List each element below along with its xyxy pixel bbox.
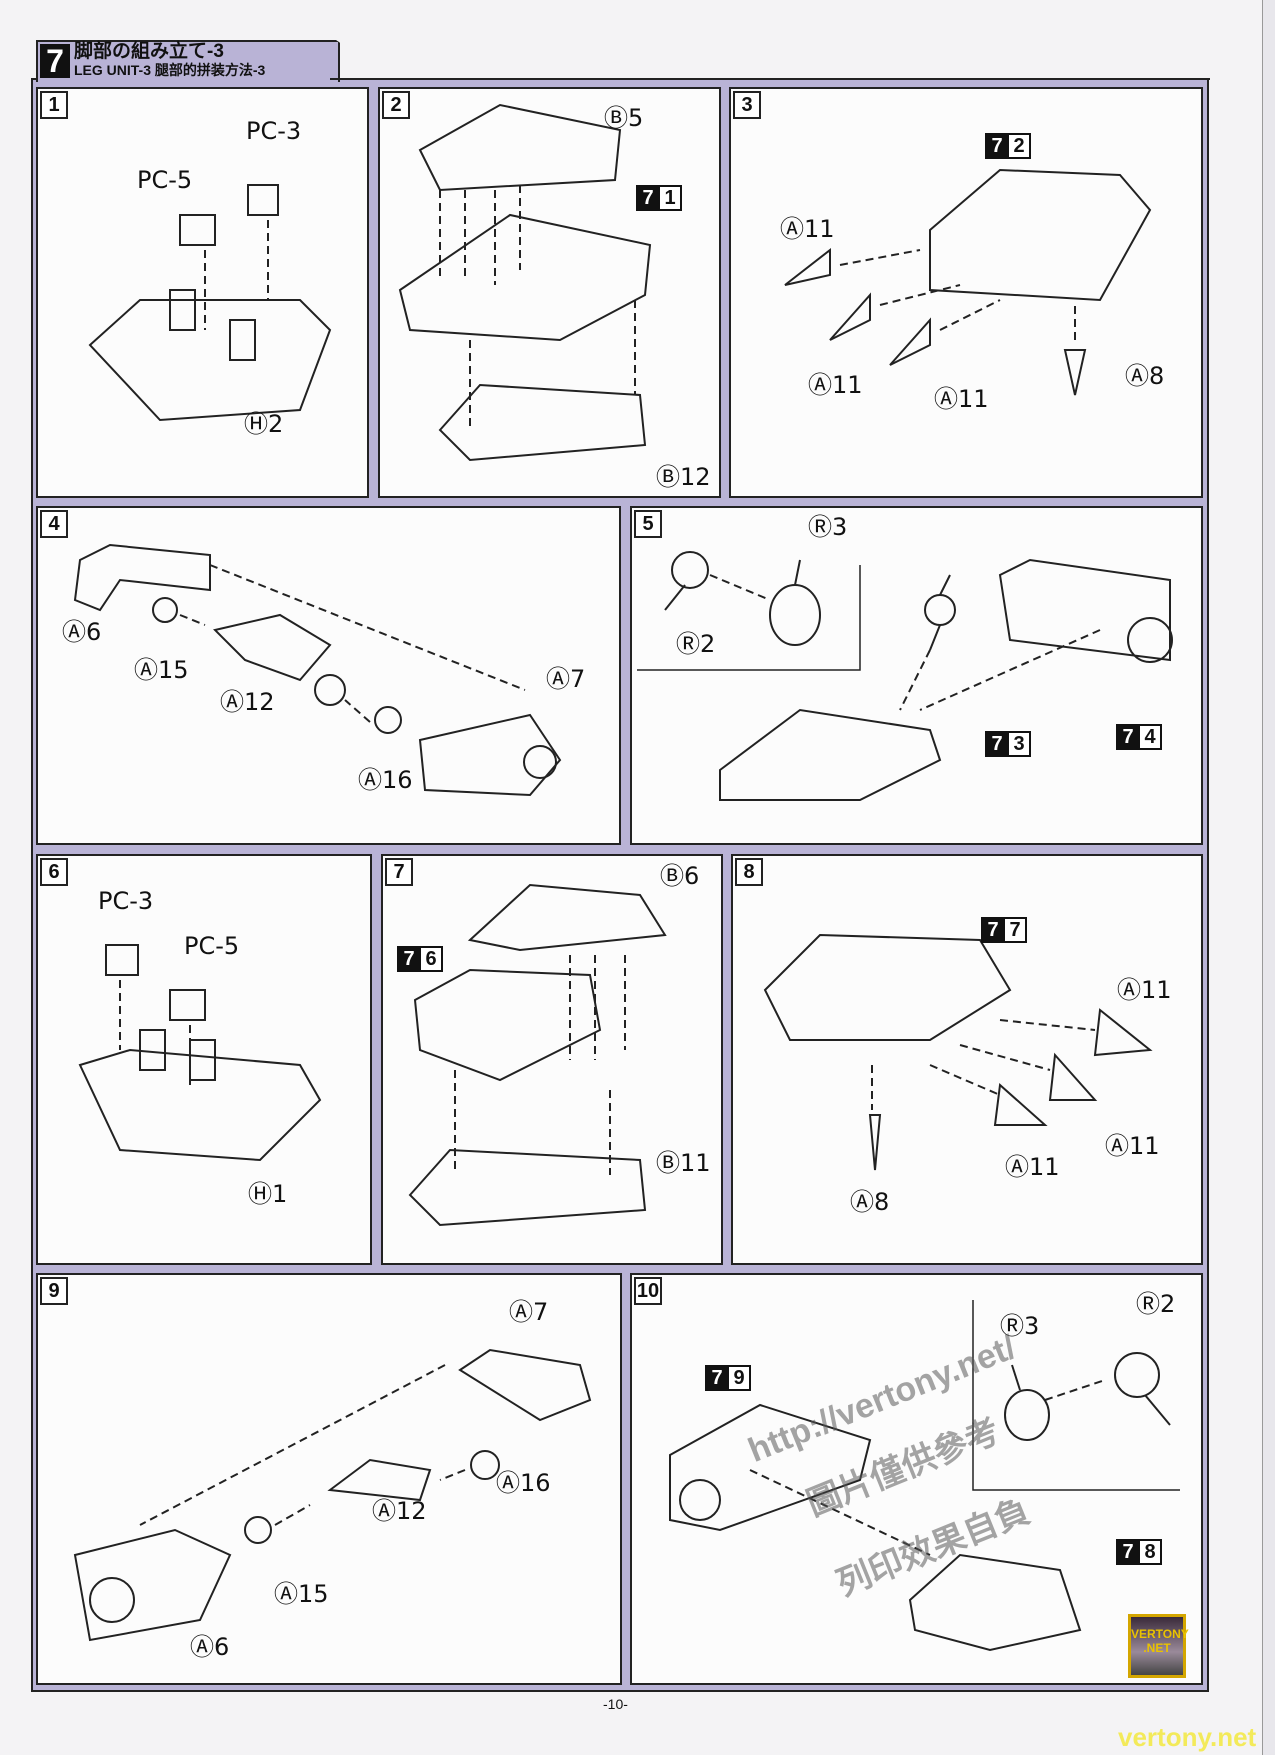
part-label: Ⓐ11 [780,215,835,243]
part-label: PC-3 [246,117,302,145]
section-title-jp: 脚部の組み立て-3 [74,41,224,62]
part-label: Ⓐ11 [808,371,863,399]
part-label: Ⓐ12 [220,688,275,716]
badge-digit: 7 [985,133,1009,159]
step-panel-7: 7 [381,854,723,1265]
badge-digit: 7 [1005,917,1027,943]
part-label: Ⓐ11 [1105,1132,1160,1160]
part-label: Ⓐ16 [358,766,413,794]
part-label: Ⓡ2 [1136,1290,1176,1318]
page-number: -10- [603,1696,628,1712]
badge-digit: 7 [985,731,1009,757]
part-label: Ⓐ7 [509,1298,549,1326]
step-number: 1 [40,91,68,119]
part-label: Ⓑ12 [656,463,711,491]
adjacent-page-edge [1262,0,1275,1755]
badge-digit: 2 [1009,133,1031,159]
part-label: Ⓐ6 [62,618,102,646]
badge-digit: 7 [705,1365,729,1391]
part-label: PC-5 [137,166,193,194]
watermark-site: vertony.net [1118,1722,1257,1752]
badge-digit: 7 [636,185,660,211]
step-number: 9 [40,1277,68,1305]
part-label: Ⓡ3 [1000,1312,1040,1340]
badge-digit: 7 [1116,724,1140,750]
badge-digit: 7 [397,946,421,972]
part-label: Ⓐ15 [134,656,189,684]
part-label: Ⓐ15 [274,1580,329,1608]
part-label: Ⓐ11 [934,385,989,413]
part-label: Ⓐ6 [190,1633,230,1661]
part-label: PC-3 [98,887,154,915]
part-label: Ⓐ11 [1117,976,1172,1004]
step-panel-2: 2 [378,87,721,498]
part-label: Ⓡ3 [808,513,848,541]
step-panel-8: 8 [731,854,1203,1265]
step-panel-5: 5 [630,506,1203,845]
step-number: 4 [40,510,68,538]
vertony-logo: VERTONY .NET [1128,1614,1189,1678]
section-number: 7 [40,44,70,78]
part-label: Ⓑ11 [656,1149,711,1177]
step-number: 5 [634,510,662,538]
part-label: Ⓐ8 [850,1188,890,1216]
badge-digit: 8 [1140,1539,1162,1565]
step-panel-6: 6 [36,854,372,1265]
badge-digit: 6 [421,946,443,972]
part-label: Ⓑ5 [604,104,644,132]
header-rule [330,78,1210,80]
badge-digit: 4 [1140,724,1162,750]
step-panel-4: 4 [36,506,621,845]
part-label: Ⓐ12 [372,1497,427,1525]
step-number: 10 [634,1277,662,1305]
part-label: Ⓑ6 [660,862,700,890]
badge-digit: 3 [1009,731,1031,757]
section-header [36,40,340,82]
section-title-en: LEG UNIT-3 腿部的拼装方法-3 [74,62,266,78]
step-number: 8 [735,858,763,886]
part-label: Ⓡ2 [676,630,716,658]
part-label: Ⓐ7 [546,665,586,693]
part-label: Ⓗ1 [248,1180,288,1208]
part-label: Ⓐ16 [496,1469,551,1497]
step-number: 3 [733,91,761,119]
badge-digit: 7 [981,917,1005,943]
badge-digit: 9 [729,1365,751,1391]
step-number: 2 [382,91,410,119]
step-number: 7 [385,858,413,886]
step-panel-1: 1 [36,87,369,498]
step-panel-3: 3 [729,87,1203,498]
part-label: Ⓗ2 [244,410,284,438]
badge-digit: 7 [1116,1539,1140,1565]
part-label: Ⓐ11 [1005,1153,1060,1181]
badge-digit: 1 [660,185,682,211]
part-label: Ⓐ8 [1125,362,1165,390]
part-label: PC-5 [184,932,240,960]
step-number: 6 [40,858,68,886]
